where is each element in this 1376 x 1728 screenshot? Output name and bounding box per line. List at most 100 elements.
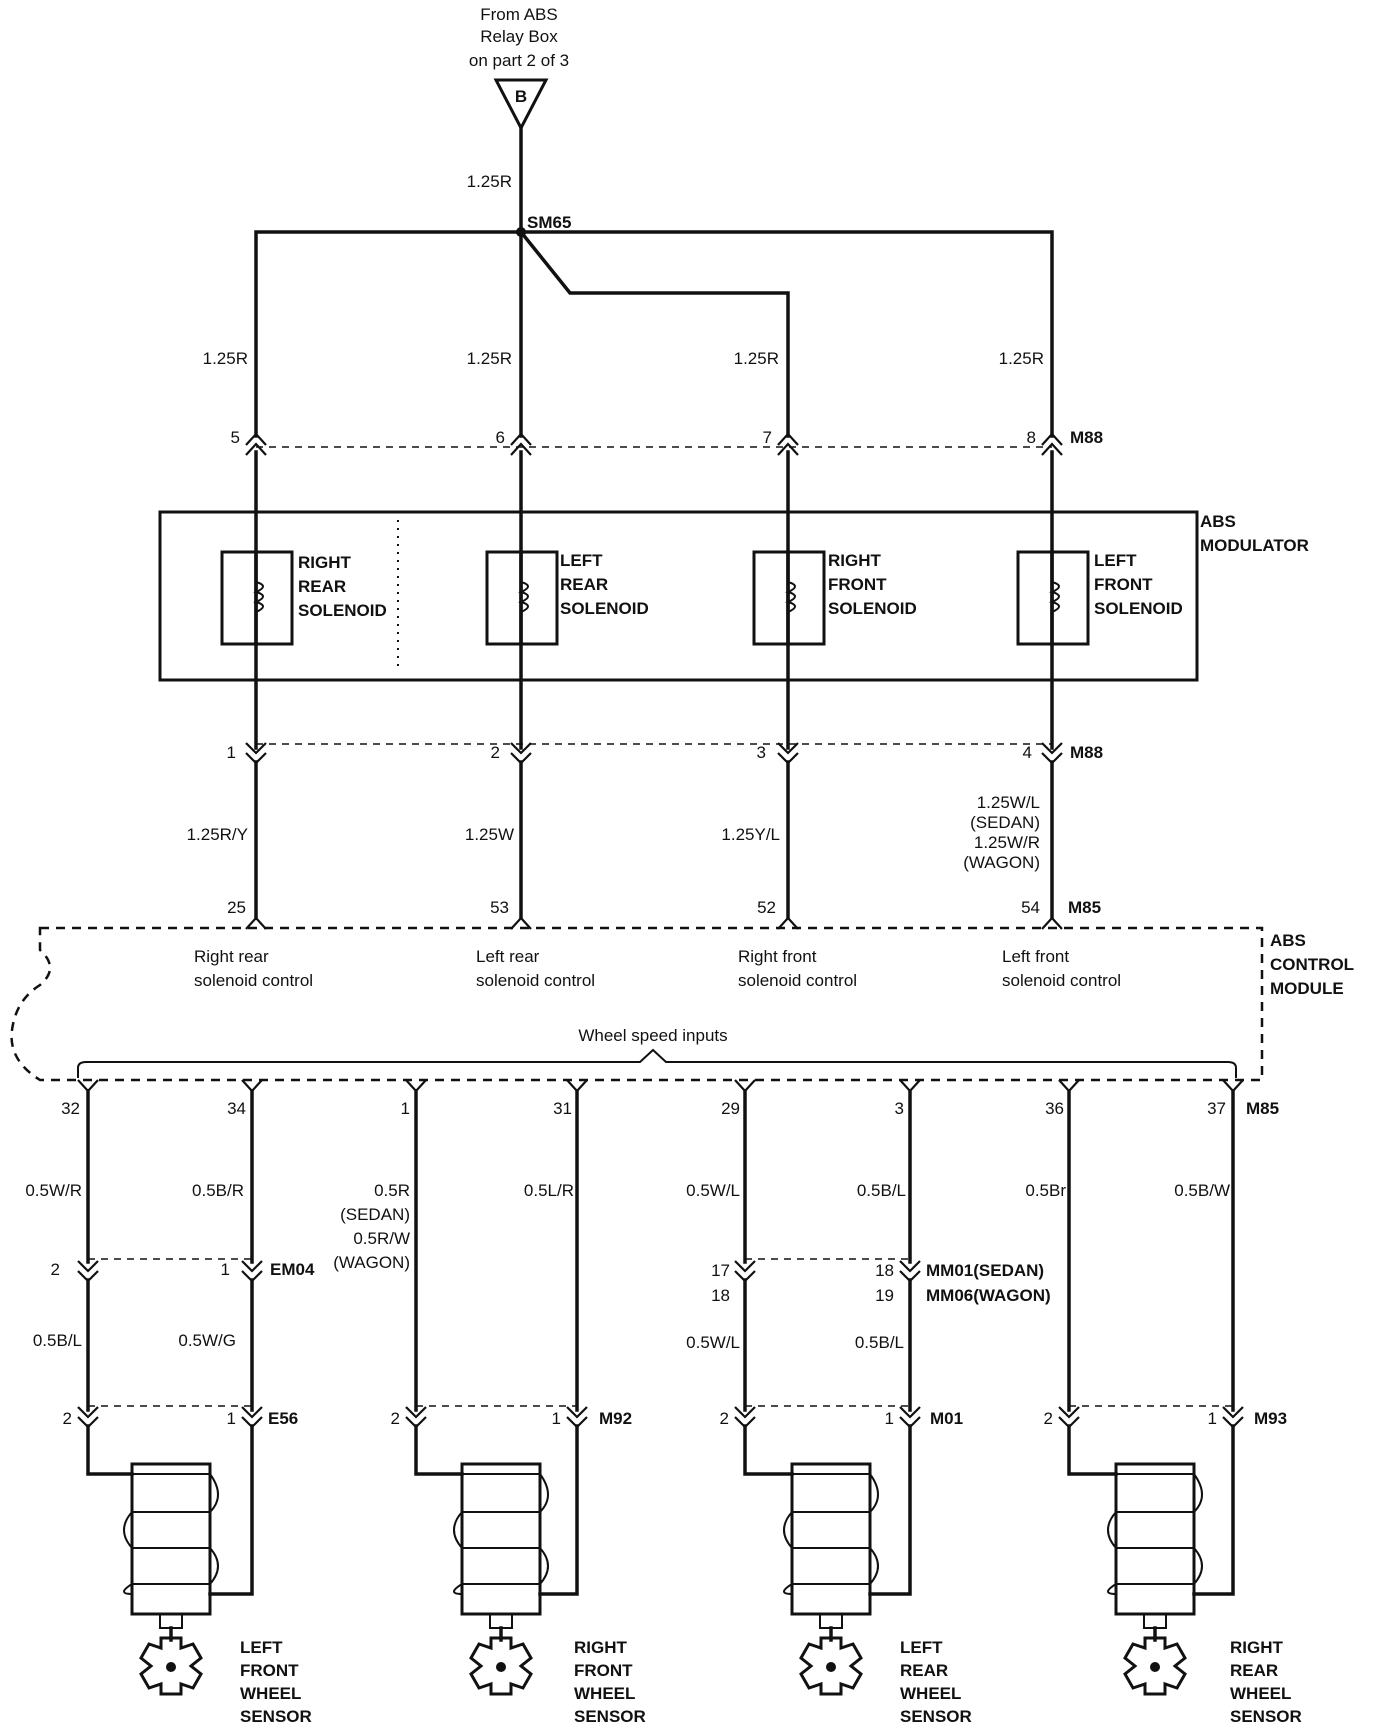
sensor-left-front-line-1: LEFT: [240, 1638, 283, 1657]
connector-pin-icon: [510, 742, 532, 755]
solenoid-wire-label-3: 1.25Y/L: [721, 825, 780, 844]
connector-pin-icon: [566, 1406, 588, 1419]
tone-wheel-gear-icon: [799, 1636, 863, 1696]
e56-pin-1: 2: [63, 1409, 72, 1428]
sensor-wire-lower-label-3: 0.5W/L: [686, 1333, 740, 1352]
connector-pin-icon: [734, 1406, 756, 1419]
source-line-2: Relay Box: [480, 27, 558, 46]
connector-b-triangle-icon: [493, 78, 549, 132]
control-left-front-line-2: solenoid control: [1002, 971, 1121, 990]
solenoid-left-front-line-1: LEFT: [1094, 551, 1137, 570]
solenoid-wire-label-2: 1.25W: [465, 825, 514, 844]
coil-icon: [253, 581, 264, 613]
sensor-wire-lower-label-2: 0.5W/G: [178, 1331, 236, 1350]
branch-wire-label-4: 1.25R: [999, 349, 1044, 368]
connector-m88-bottom: 1 2 3 4 M88: [227, 742, 1103, 765]
m88-bottom-pin-2: 2: [491, 743, 500, 762]
branch-right-front: [518, 229, 790, 438]
connector-pin-icon: [1058, 1406, 1080, 1419]
connector-pin-icon: [245, 916, 267, 930]
e56-pin-2: 1: [227, 1409, 236, 1428]
solenoid-wire-label-1: 1.25R/Y: [187, 825, 248, 844]
control-right-front-line-2: solenoid control: [738, 971, 857, 990]
control-right-front-line-1: Right front: [738, 947, 817, 966]
m85-bottom-pin-7: 36: [1045, 1099, 1064, 1118]
connector-m88-top: 5 6 7 8 M88: [231, 428, 1103, 456]
m85-bottom-pin-1: 32: [61, 1099, 80, 1118]
connector-e56: 2 1 E56: [63, 1405, 298, 1429]
em04-connector-label: EM04: [270, 1260, 315, 1279]
mm01-sedan-pin-1: 17: [711, 1261, 730, 1280]
sensor-coil-icon: [123, 1473, 219, 1595]
sensor-right-rear-line-4: SENSOR: [1230, 1707, 1302, 1726]
m85-top-pin-3: 52: [757, 898, 776, 917]
sensor-left-front-line-4: SENSOR: [240, 1707, 312, 1726]
connector-pin-icon: [777, 432, 799, 446]
control-module-boundary: [10, 926, 1264, 1082]
solenoid-wire-4-line-2: (SEDAN): [970, 813, 1040, 832]
sensor-wire-3-line-4: (WAGON): [333, 1253, 410, 1272]
mm01-wagon-pin-2: 19: [875, 1286, 894, 1305]
sensor-right-front-line-1: RIGHT: [574, 1638, 628, 1657]
feed-wire-label: 1.25R: [467, 172, 512, 191]
m01-connector-label: M01: [930, 1409, 963, 1428]
m01-pin-2: 1: [885, 1409, 894, 1428]
sensor-right-front-line-2: FRONT: [574, 1661, 633, 1680]
m93-pin-1: 2: [1044, 1409, 1053, 1428]
m85-top-pin-1: 25: [227, 898, 246, 917]
sensor-body: [130, 1462, 212, 1616]
m88-bottom-pin-4: 4: [1023, 743, 1032, 762]
abs-modulator-box: [158, 510, 1199, 682]
connector-m85-bottom: 32 34 1 31 29 3 36 37 M85: [61, 1079, 1279, 1118]
sensor-wire-lower-label-4: 0.5B/L: [855, 1333, 904, 1352]
solenoid-left-rear-line-2: REAR: [560, 575, 608, 594]
m88-top-connector-label: M88: [1070, 428, 1103, 447]
sensor-right-rear-line-1: RIGHT: [1230, 1638, 1284, 1657]
connector-pin-icon: [777, 442, 799, 456]
connector-m01: 2 1 M01: [720, 1405, 963, 1429]
branch-wire-label-1: 1.25R: [203, 349, 248, 368]
m88-top-pin-1: 5: [231, 428, 240, 447]
e56-connector-label: E56: [268, 1409, 298, 1428]
control-module-label-line-2: CONTROL: [1270, 955, 1354, 974]
sensor-wire-label-2: 0.5B/R: [192, 1181, 244, 1200]
connector-pin-icon: [510, 432, 532, 446]
connector-pin-icon: [510, 916, 532, 930]
connector-pin-icon: [245, 742, 267, 755]
coil-icon: [518, 581, 529, 613]
m85-bottom-pin-4: 31: [553, 1099, 572, 1118]
solenoid-left-front: LEFT FRONT SOLENOID: [1016, 550, 1183, 646]
solenoid-left-rear-line-3: SOLENOID: [560, 599, 649, 618]
solenoid-wire-4-line-4: (WAGON): [963, 853, 1040, 872]
sensor-left-rear-line-3: WHEEL: [900, 1684, 961, 1703]
m01-pin-1: 2: [720, 1409, 729, 1428]
solenoid-left-rear-line-1: LEFT: [560, 551, 603, 570]
connector-pin-icon: [1041, 442, 1063, 456]
sensor-left-front-line-3: WHEEL: [240, 1684, 301, 1703]
mm01-wagon-pin-1: 18: [711, 1286, 730, 1305]
sensor-body: [460, 1462, 542, 1616]
sensor-left-rear-line-4: SENSOR: [900, 1707, 972, 1726]
source-line-1: From ABS: [480, 5, 557, 24]
connector-pin-icon: [777, 916, 799, 930]
solenoid-right-front-line-2: FRONT: [828, 575, 887, 594]
connector-pin-icon: [405, 1406, 427, 1419]
m92-pin-2: 1: [552, 1409, 561, 1428]
mm01-connector-sedan-label: MM01(SEDAN): [926, 1261, 1044, 1280]
branch-right-rear: [254, 230, 523, 438]
wheel-sensor-left-rear: LEFT REAR WHEEL SENSOR: [743, 1424, 972, 1726]
sensor-left-rear-line-2: REAR: [900, 1661, 948, 1680]
solenoid-right-rear-line-1: RIGHT: [298, 553, 352, 572]
sensor-wire-label-1: 0.5W/R: [25, 1181, 82, 1200]
control-left-rear-line-2: solenoid control: [476, 971, 595, 990]
branch-wire-label-2: 1.25R: [467, 349, 512, 368]
solenoid-wire-4-line-1: 1.25W/L: [977, 793, 1040, 812]
sensor-wire-3-line-1: 0.5R: [374, 1181, 410, 1200]
m88-top-pin-2: 6: [496, 428, 505, 447]
coil-icon: [785, 581, 796, 613]
splice-sm65-label: SM65: [527, 213, 571, 232]
abs-modulator-label-line-1: ABS: [1200, 512, 1236, 531]
sensor-wire-3-line-3: 0.5R/W: [353, 1229, 410, 1248]
connector-pin-icon: [241, 1260, 263, 1273]
